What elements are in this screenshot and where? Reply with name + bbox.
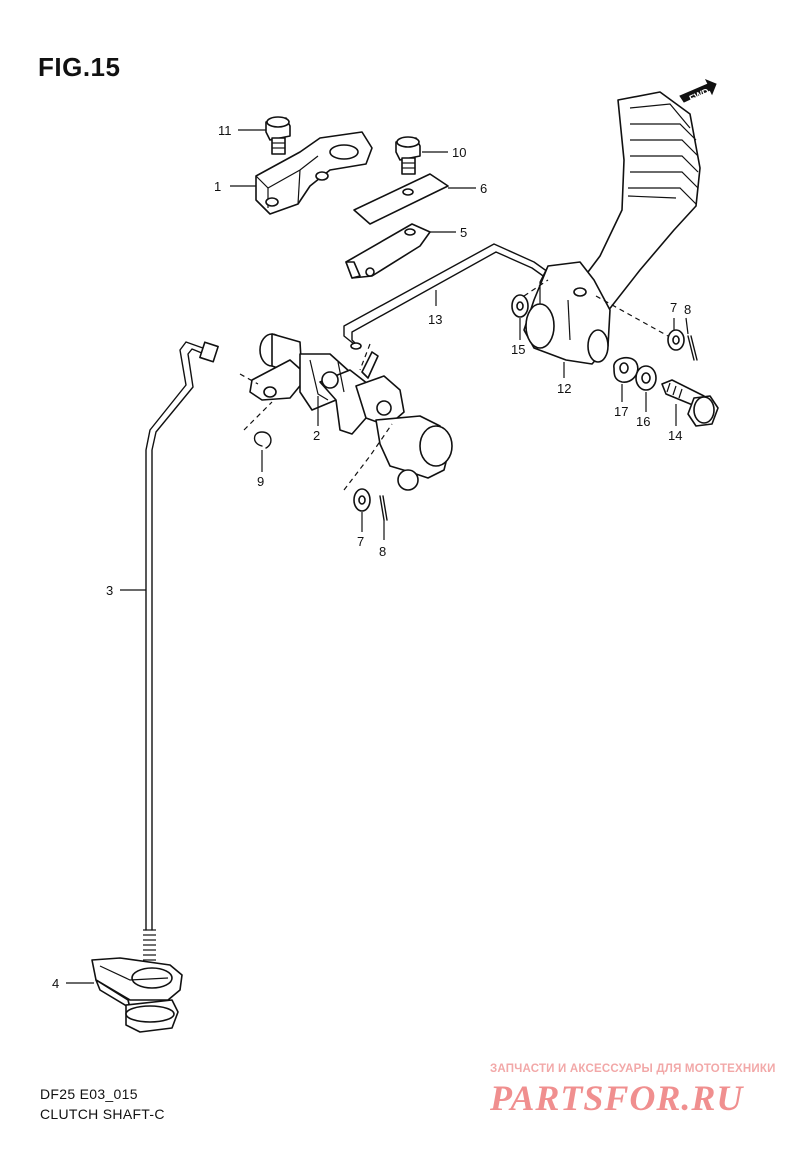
callout-17: 17 [614,404,628,419]
clutch-shaft-assembly-part-2 [249,333,453,491]
washer-part-16 [635,365,657,391]
callout-3: 3 [106,583,113,598]
leader-lines [66,129,689,984]
washer-part-7-lower [353,488,371,512]
cotter-pin-part-8-lower [379,495,388,521]
callout-11: 11 [218,123,232,138]
diagram-caption: CLUTCH SHAFT-C [40,1106,165,1122]
washer-part-17 [613,356,639,383]
lever-part-5 [345,223,431,279]
cotter-pin-part-8-upper [687,335,698,361]
callout-7-upper: 7 [670,300,677,315]
clutch-rod-part [143,341,219,961]
fwd-arrow-icon [679,79,717,103]
figure-title: FIG.15 [38,52,121,82]
watermark-tagline: ЗАПЧАСТИ И АКСЕССУАРЫ ДЛЯ МОТОТЕХНИКИ [490,1063,776,1075]
bracket-part-1 [255,131,373,215]
washer-part-15 [511,294,529,318]
rod-end-fitting-part [91,957,183,1033]
callout-1: 1 [214,179,221,194]
callout-14: 14 [668,428,682,443]
callout-7-lower: 7 [357,534,364,549]
callout-8-upper: 8 [684,302,691,317]
link-rod-part-13 [343,243,549,350]
callout-8-lower: 8 [379,544,386,559]
callout-16: 16 [636,414,650,429]
callout-10: 10 [452,145,466,160]
callout-13: 13 [428,312,442,327]
bolt-part-11 [265,116,291,155]
watermark-logo: PARTSFOR.RU [490,1078,744,1118]
diagram-code: DF25 E03_015 [40,1086,138,1102]
callout-4: 4 [52,976,59,991]
callout-9: 9 [257,474,264,489]
callout-6: 6 [480,181,487,196]
callout-labels: 11 1 10 6 5 13 15 12 7 8 17 16 14 2 9 7 … [52,123,691,991]
callout-5: 5 [460,225,467,240]
bolt-part-14 [661,379,719,427]
clip-part-9 [253,431,272,449]
fwd-label: FWD [688,86,711,104]
callout-12: 12 [557,381,571,396]
rod-thread [143,929,156,961]
bolt-part-10 [395,136,421,175]
callout-15: 15 [511,342,525,357]
callout-2: 2 [313,428,320,443]
pedal-lever-part-12 [523,91,701,365]
washer-part-7-upper [667,329,685,351]
plate-part-6 [353,173,449,225]
